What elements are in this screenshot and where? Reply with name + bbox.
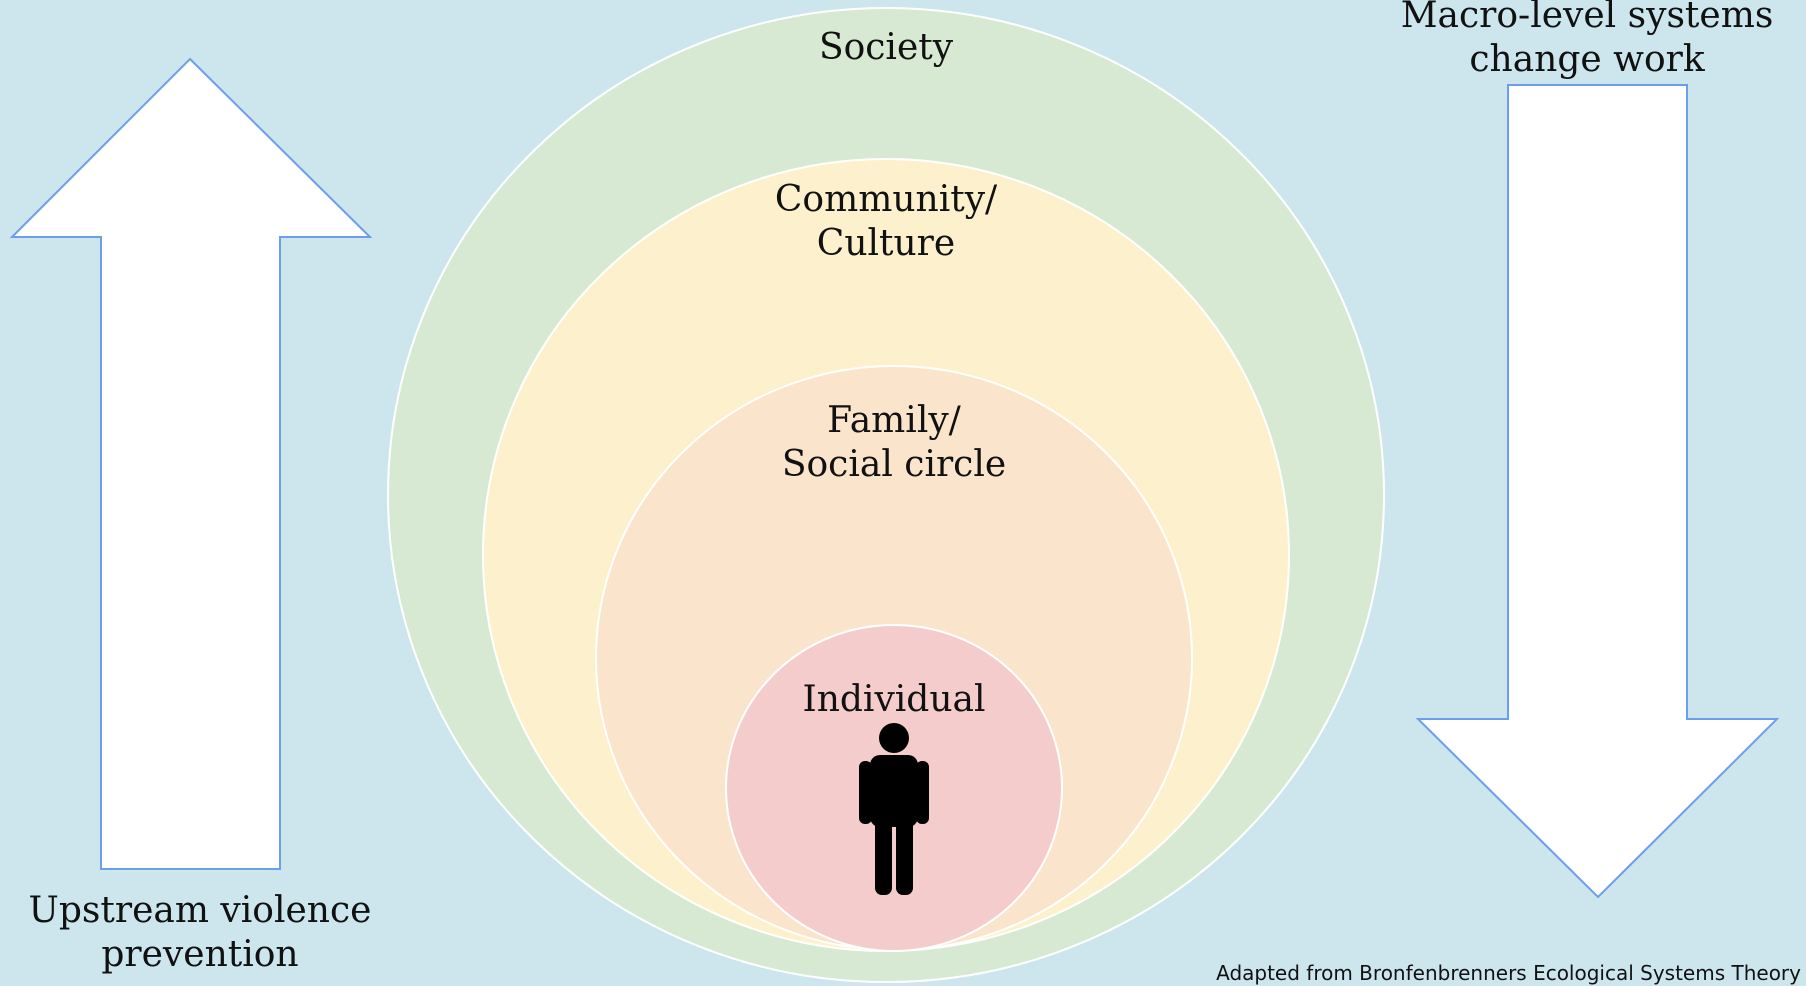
macro-label-line2: change work xyxy=(1469,39,1705,80)
arrow-up-icon xyxy=(9,57,373,870)
arrow-down-icon xyxy=(1415,84,1780,899)
family-label: Family/ Social circle xyxy=(694,399,1094,487)
society-label: Society xyxy=(686,26,1086,70)
community-label-line1: Community/ xyxy=(774,179,998,220)
community-label: Community/ Culture xyxy=(686,178,1086,266)
attribution-credit: Adapted from Bronfenbrenners Ecological … xyxy=(1216,961,1801,985)
upstream-prevention-label: Upstream violence prevention xyxy=(0,889,400,977)
individual-label: Individual xyxy=(694,678,1094,722)
macro-label-line1: Macro-level systems xyxy=(1400,0,1774,36)
upstream-label-line2: prevention xyxy=(101,934,299,975)
family-label-line2: Social circle xyxy=(781,444,1007,485)
community-label-line2: Culture xyxy=(816,223,956,264)
macro-systems-label: Macro-level systems change work xyxy=(1387,0,1787,82)
individual-label-line1: Individual xyxy=(802,679,986,720)
upstream-label-line1: Upstream violence xyxy=(28,890,372,931)
person-icon xyxy=(859,723,929,895)
society-label-line1: Society xyxy=(818,27,954,68)
family-label-line1: Family/ xyxy=(827,400,961,441)
